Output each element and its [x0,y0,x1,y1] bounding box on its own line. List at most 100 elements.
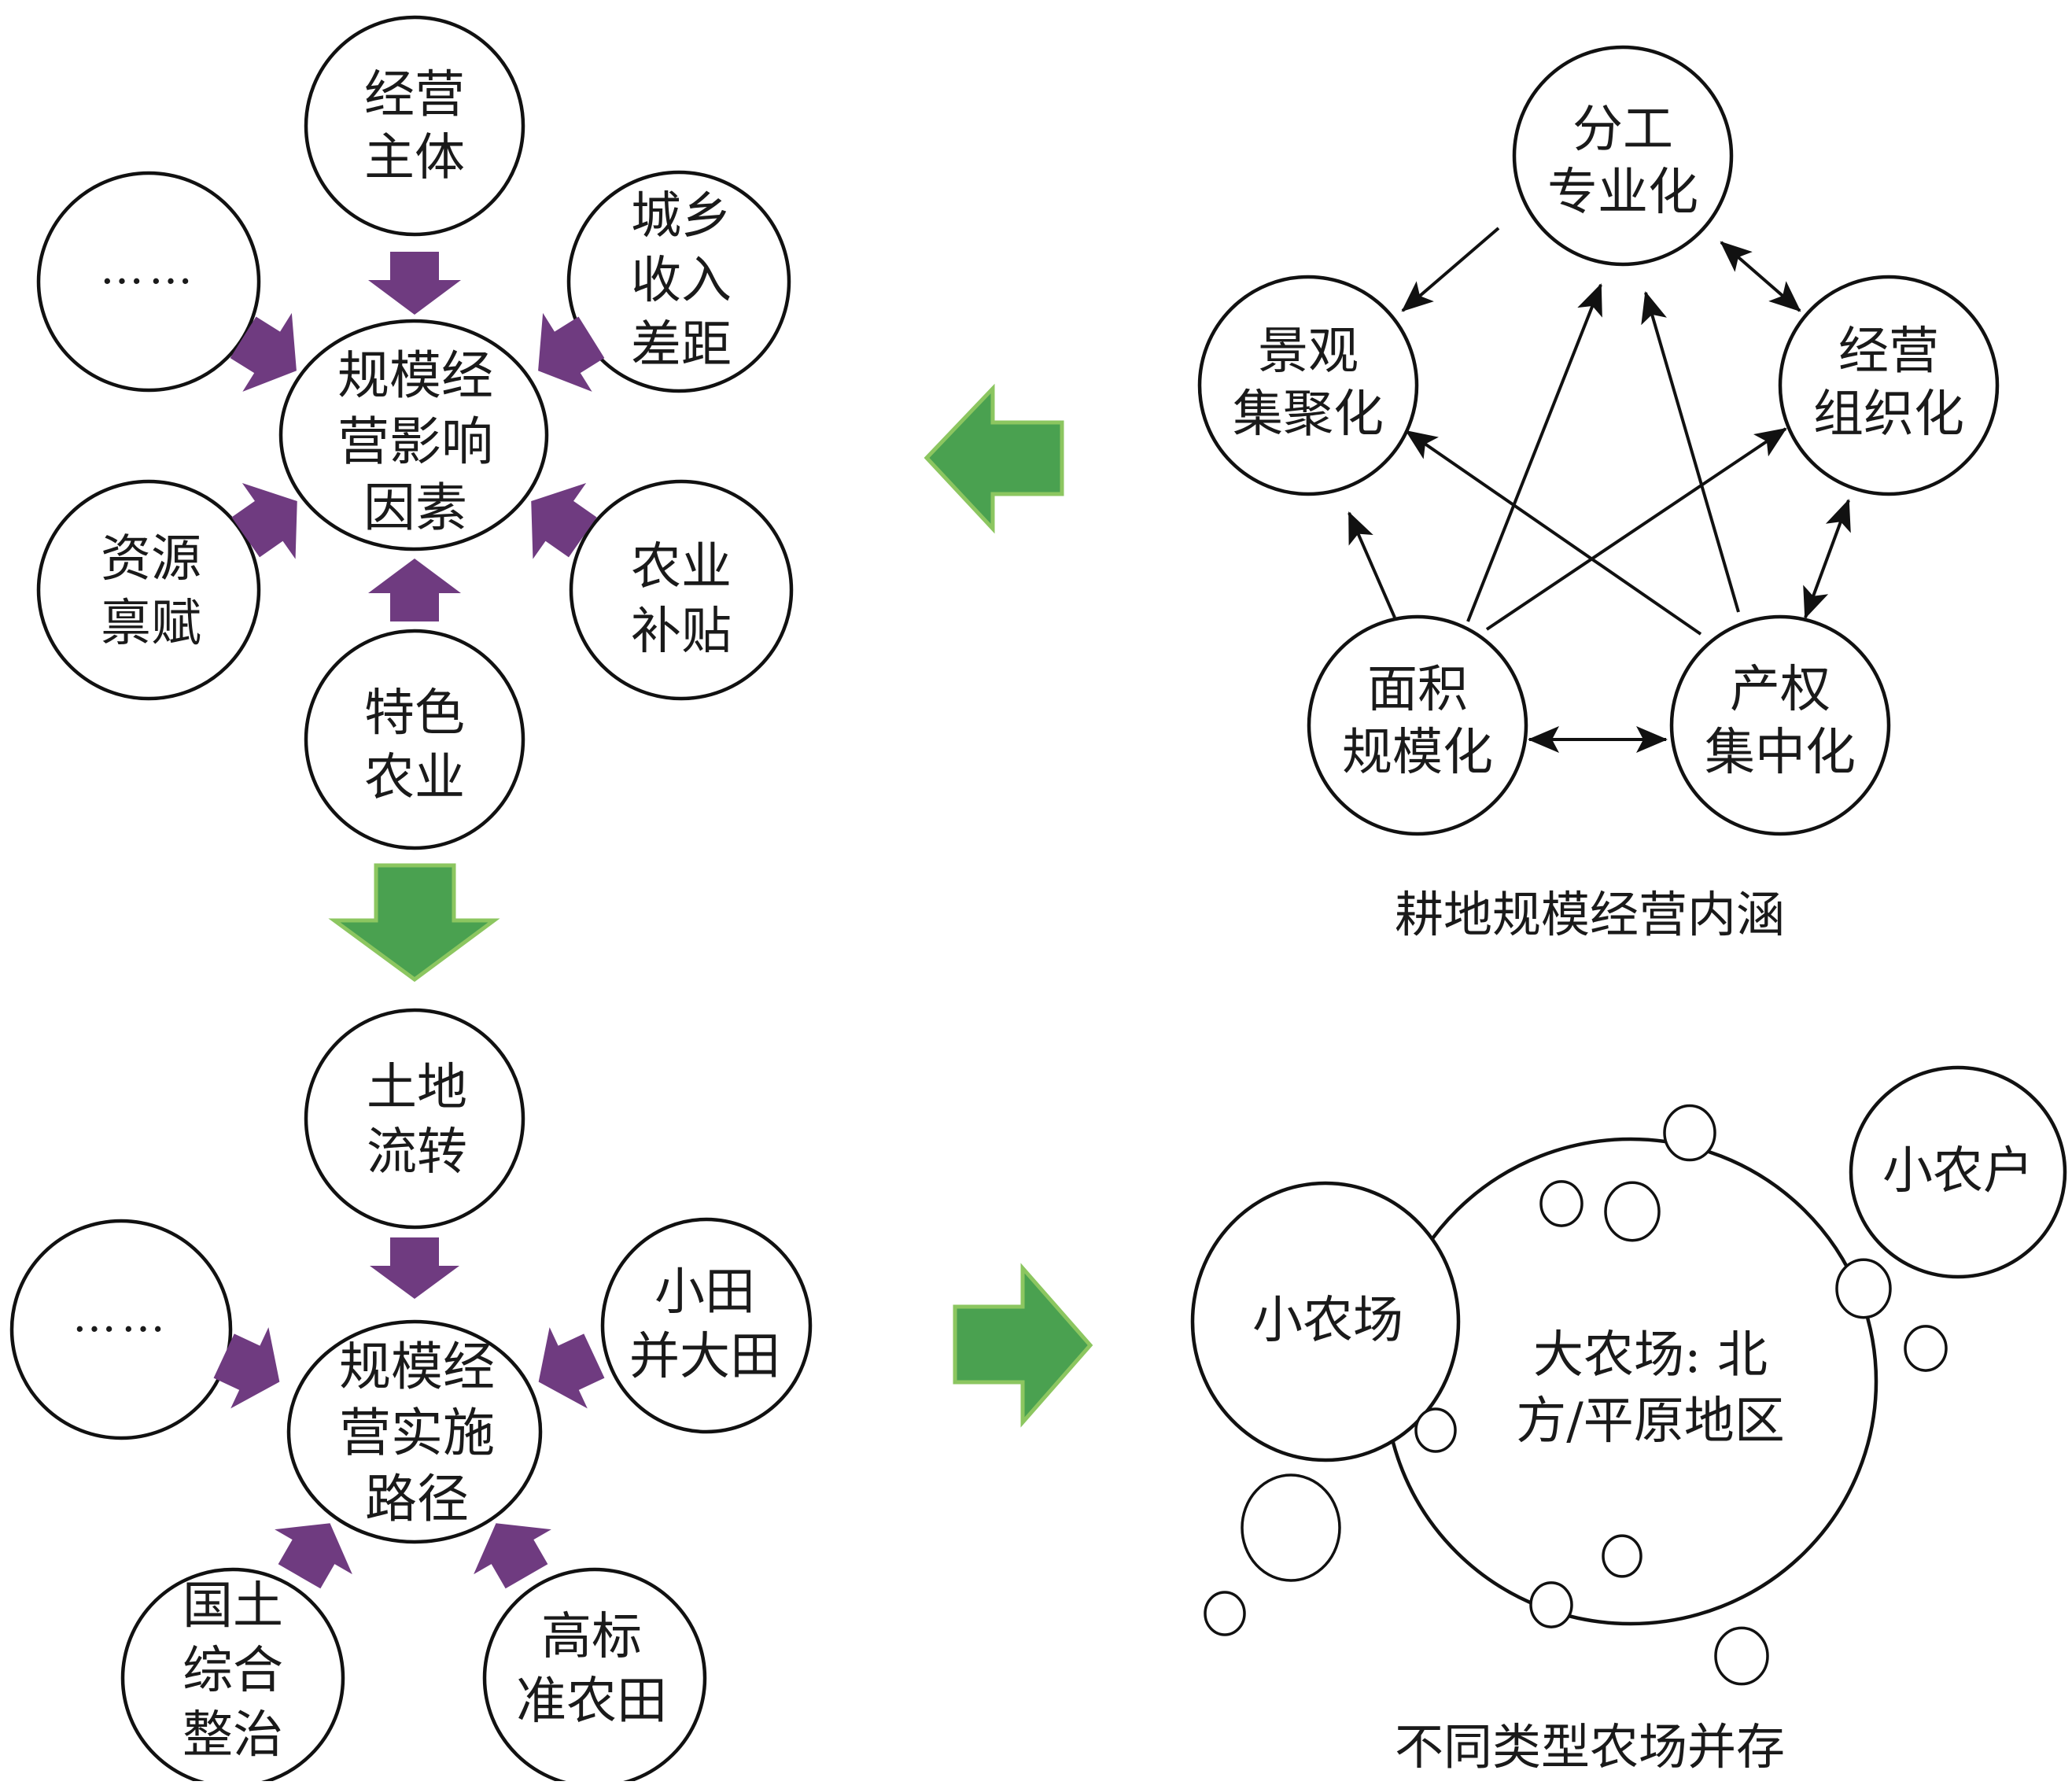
connotation-diagram: 分工 专业化 景观 集聚化 经营 组织化 面积 规模化 产权 集中化 耕地规模经… [1197,45,2000,943]
factor-label: 差距 [631,316,732,374]
connotation-label: 组织化 [1813,385,1964,444]
connotation-link-arrow [1803,499,1851,619]
small-farm-bubble [1604,1181,1661,1242]
connotation-label: 产权 [1730,661,1831,719]
small-farm-bubble [1602,1534,1642,1578]
factor-node-resource-endowment: 资源 禀赋 [36,479,261,701]
path-label: 准农田 [516,1673,667,1731]
factor-label: 禀赋 [101,595,201,653]
green-arrow-down-icon [328,863,500,983]
center-label: 因素 [363,478,467,538]
farm-types-caption: 不同类型农场并存 [1395,1718,1785,1776]
green-arrow-right-icon [953,1263,1093,1428]
small-farm-bubble [1904,1325,1948,1372]
connotation-link-arrow [1485,427,1787,631]
factor-node-agricultural-subsidy: 农业 补贴 [569,479,794,701]
connotation-label: 集中化 [1705,724,1856,782]
connotation-label: 规模化 [1342,724,1493,782]
path-label: 土地 [367,1059,467,1117]
small-farm-bubble [1539,1180,1583,1227]
connotation-link-arrow [1348,511,1396,618]
path-label: 高标 [541,1608,642,1666]
center-label: 营影响 [337,411,493,472]
connotation-link-arrow [1401,227,1500,312]
connotation-label: 专业化 [1547,164,1698,222]
small-farm-bubble [1241,1473,1341,1582]
small-farm-bubble [1663,1104,1716,1162]
purple-arrow-icons [213,1237,605,1589]
purple-arrow-icon [370,1237,459,1299]
factor-label: 资源 [101,530,201,588]
purple-arrow-icon [368,559,461,621]
connotation-label: 景观 [1258,323,1359,381]
small-farm-bubble [1714,1626,1769,1686]
small-farm-node: 小农场 [1190,1181,1461,1462]
small-farm-bubble [1529,1581,1573,1628]
purple-arrow-icon [275,1523,352,1589]
connotation-links [1348,227,1851,753]
factor-label: 特色 [364,684,465,743]
connotation-caption: 耕地规模经营内涵 [1395,886,1785,943]
path-node-land-consolidation: 国土 综合 整治 [120,1567,345,1785]
influence-cluster: 经营 主体 …… 城乡 收入 差距 资源 禀赋 农业 补贴 特色 农业 [36,15,794,850]
connotation-label: 集聚化 [1233,385,1384,444]
ellipsis-label: …… [72,1291,170,1342]
connotation-label: 经营 [1838,323,1939,381]
small-farm-bubble [1835,1258,1892,1319]
path-node-land-transfer: 土地 流转 [304,1008,525,1230]
center-label: 路径 [365,1469,469,1529]
path-node-high-standard-farmland: 高标 准农田 [482,1567,707,1785]
path-label: 并大田 [629,1328,780,1386]
factor-label: 农业 [364,749,465,807]
connotation-label: 分工 [1572,101,1673,159]
connotation-link-arrow [1466,283,1602,622]
connotation-label: 面积 [1367,661,1468,719]
path-label: 综合 [182,1642,283,1700]
connotation-node-organization: 经营 组织化 [1778,275,2000,496]
smallholder-node: 小农户 [1849,1065,2067,1279]
factor-node-operating-entity: 经营 主体 [304,15,525,237]
path-label: 小田 [654,1263,755,1322]
green-arrow-left-icon [924,383,1064,534]
factor-label: 农业 [631,538,732,596]
factor-node-urban-rural-income-gap: 城乡 收入 差距 [566,170,791,393]
factor-node-specialty-agriculture: 特色 农业 [304,629,525,850]
path-cluster: 土地 流转 …… 小田 并大田 国土 综合 整治 高标 准农田 规模经 营实施 … [9,1008,813,1785]
center-label: 营实施 [339,1403,495,1463]
factor-node-others-top: …… [36,171,261,393]
connotation-link-arrow [1405,430,1702,636]
path-node-others: …… [9,1219,233,1440]
connotation-link-arrow [1641,291,1740,613]
purple-arrow-icon [213,1327,280,1409]
connotation-node-property: 产权 集中化 [1669,614,1891,836]
center-node-implementation-path: 规模经 营实施 路径 [286,1319,543,1544]
small-farm-label: 小农场 [1252,1292,1403,1350]
small-farm-bubbles [1204,1104,1948,1686]
large-farm-label: 大农场: 北 [1533,1326,1768,1385]
center-node-influencing-factors: 规模经 营影响 因素 [278,319,549,551]
ellipsis-label: …… [100,243,197,294]
smallholder-label: 小农户 [1882,1142,2033,1200]
purple-arrow-icon [368,252,461,315]
purple-arrow-icon [231,482,297,559]
path-label: 国土 [182,1577,283,1636]
purple-arrow-icon [531,482,597,559]
connotation-node-area: 面积 规模化 [1307,614,1528,836]
farm-types-diagram: 小农场 大农场: 北 方/平原地区 小农户 不同类型农场并存 [1190,1065,2067,1776]
factor-label: 经营 [364,66,465,124]
factor-label: 补贴 [631,603,732,661]
path-node-merge-small-fields: 小田 并大田 [600,1217,813,1434]
factor-label: 主体 [364,129,465,187]
connotation-node-division: 分工 专业化 [1512,45,1734,267]
large-farm-label: 方/平原地区 [1516,1392,1785,1451]
connotation-link-arrow [1720,241,1801,312]
small-farm-bubble [1204,1591,1246,1636]
purple-arrow-icon [230,312,297,392]
factor-label: 城乡 [631,187,732,245]
purple-arrow-icon [538,1327,605,1409]
small-farm-bubble [1414,1407,1457,1453]
factor-label: 收入 [631,252,732,310]
path-label: 流转 [367,1123,467,1182]
